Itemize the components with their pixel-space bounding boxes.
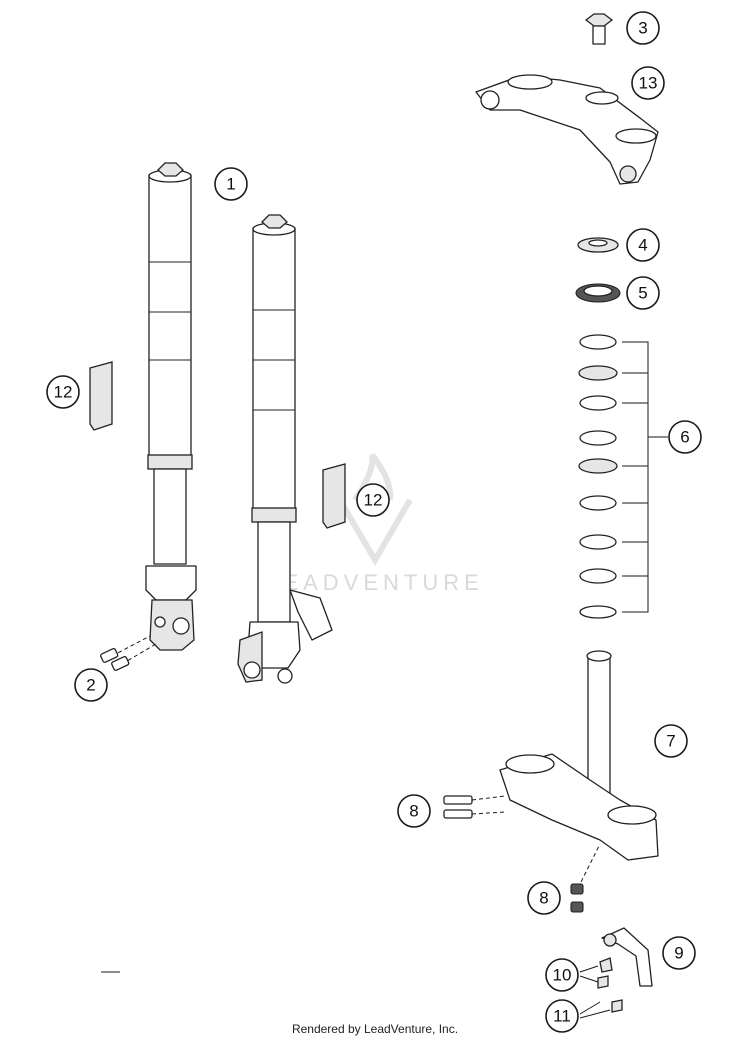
- fork-leg-right: [237, 214, 333, 684]
- fork-leg-left: [145, 162, 197, 651]
- flame-v-logo-icon: [337, 453, 413, 566]
- svg-text:4: 4: [638, 236, 647, 255]
- svg-text:7: 7: [666, 732, 675, 751]
- lower-clamp-bolts: [443, 795, 601, 913]
- svg-text:5: 5: [638, 284, 647, 303]
- svg-text:12: 12: [54, 383, 73, 402]
- callout-9: 9: [662, 936, 696, 970]
- callout-leaders: [101, 965, 611, 1019]
- fork-protector-pads: [89, 361, 346, 529]
- callout-8-upper: 8: [397, 794, 431, 828]
- brake-line-bracket: [597, 927, 653, 1013]
- svg-text:10: 10: [553, 966, 572, 985]
- callout-12-left: 12: [46, 375, 80, 409]
- callout-8-lower: 8: [527, 881, 561, 915]
- watermark: LEADVENTURE: [266, 453, 484, 595]
- callout-6: 6: [668, 420, 702, 454]
- svg-text:2: 2: [86, 676, 95, 695]
- callout-11: 11: [545, 999, 579, 1033]
- callout-10: 10: [545, 958, 579, 992]
- callout-1: 1: [214, 167, 248, 201]
- callout-13: 13: [631, 66, 665, 100]
- footer-credit: Rendered by LeadVenture, Inc.: [291, 1022, 459, 1036]
- callout-12-right: 12: [356, 483, 390, 517]
- lower-triple-clamp: [499, 650, 659, 861]
- top-clamp-bolt: [584, 13, 614, 45]
- svg-text:13: 13: [639, 74, 658, 93]
- svg-text:8: 8: [539, 889, 548, 908]
- svg-text:3: 3: [638, 19, 647, 38]
- callout-7: 7: [654, 724, 688, 758]
- svg-text:6: 6: [680, 428, 689, 447]
- svg-text:11: 11: [553, 1007, 571, 1026]
- steering-head-bearing-stack: [575, 237, 668, 619]
- callout-2: 2: [74, 668, 108, 702]
- svg-text:12: 12: [364, 491, 383, 510]
- callout-4: 4: [626, 228, 660, 262]
- svg-text:9: 9: [674, 944, 683, 963]
- svg-text:1: 1: [226, 175, 235, 194]
- callout-3: 3: [626, 11, 660, 45]
- watermark-text: LEADVENTURE: [266, 570, 484, 595]
- axle-clamp-bolts: [100, 635, 157, 671]
- callout-5: 5: [626, 276, 660, 310]
- top-triple-clamp: [475, 74, 659, 185]
- svg-text:8: 8: [409, 802, 418, 821]
